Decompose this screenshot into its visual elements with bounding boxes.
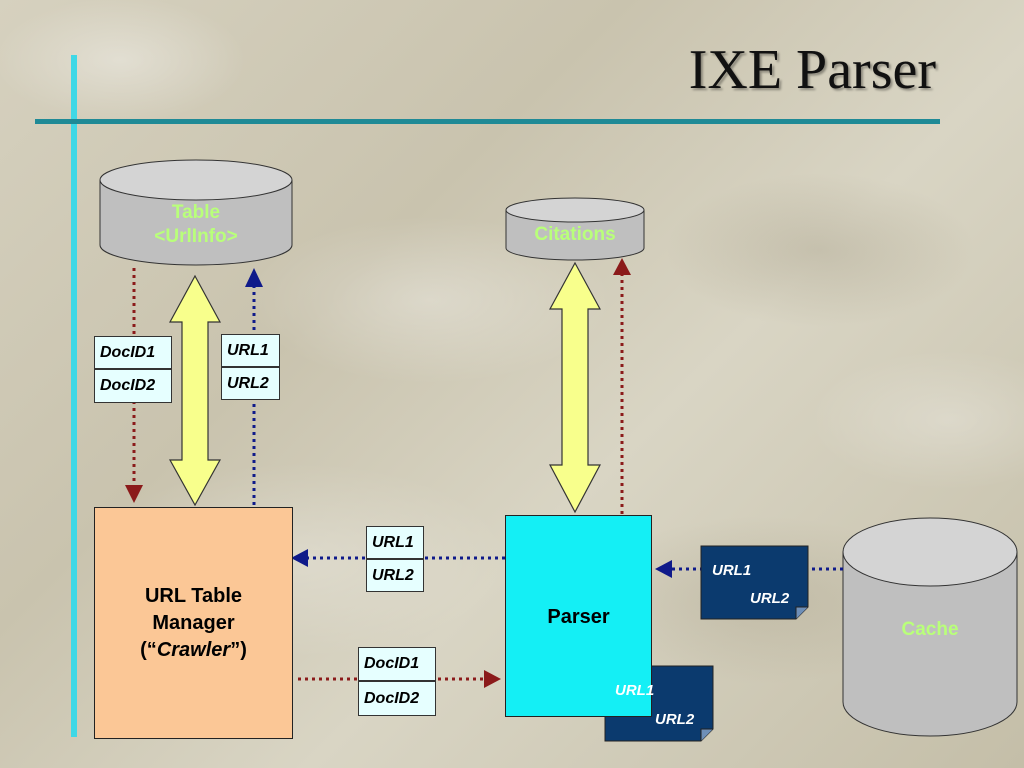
cache-document-shape [700,545,809,620]
cache-doc-line1: URL1 [712,562,752,579]
parser-label: Parser [547,606,610,628]
urlinfo-store-label: Table <UrlInfo> [100,201,292,249]
manager-crawler-text: Crawler [156,638,231,661]
cache-doc-line2: URL2 [750,590,790,607]
url-mid-item: URL2 [366,559,424,592]
url-flow-arrow-up [245,268,263,505]
parser-doc-line2: URL2 [655,711,695,728]
docid-top-item: DocID1 [94,336,172,369]
url-top-item: URL2 [221,367,280,400]
parser-box: Parser [505,515,652,717]
page-title: IXE Parser [688,39,936,101]
urlinfo-store-cylinder [99,159,293,266]
parser-doc-line1: URL1 [615,682,655,699]
parser-document-fold [700,728,713,741]
citations-parser-double-arrow [548,261,602,514]
citations-store-label: Citations [534,224,616,245]
manager-label-line2: Manager [152,611,235,634]
docid-bottom-item: DocID2 [358,681,436,716]
manager-label-line3: (“Crawler”) [140,637,247,664]
urlinfo-label-line2: <UrlInfo> [154,226,238,247]
cache-store-cylinder [842,517,1018,737]
manager-label-line1: URL Table [144,584,243,607]
citations-store-cylinder [505,197,645,261]
url-table-manager-box: URL Table Manager (“Crawler”) [94,507,293,739]
urlinfo-label-line1: Table [171,202,221,223]
urlinfo-manager-double-arrow [168,274,222,507]
title-rule [35,119,940,124]
docid-bottom-item: DocID1 [358,647,436,681]
cache-document-fold [795,606,808,619]
cache-store-label: Cache [901,619,959,640]
docid-top-item: DocID2 [94,369,172,403]
url-mid-item: URL1 [366,526,424,559]
manager-open-quote: (“ [140,638,157,661]
url-top-item: URL1 [221,334,280,367]
parser-citations-arrow-up [613,258,631,514]
accent-vertical-line [71,55,77,737]
manager-close-quote: ”) [230,638,247,661]
